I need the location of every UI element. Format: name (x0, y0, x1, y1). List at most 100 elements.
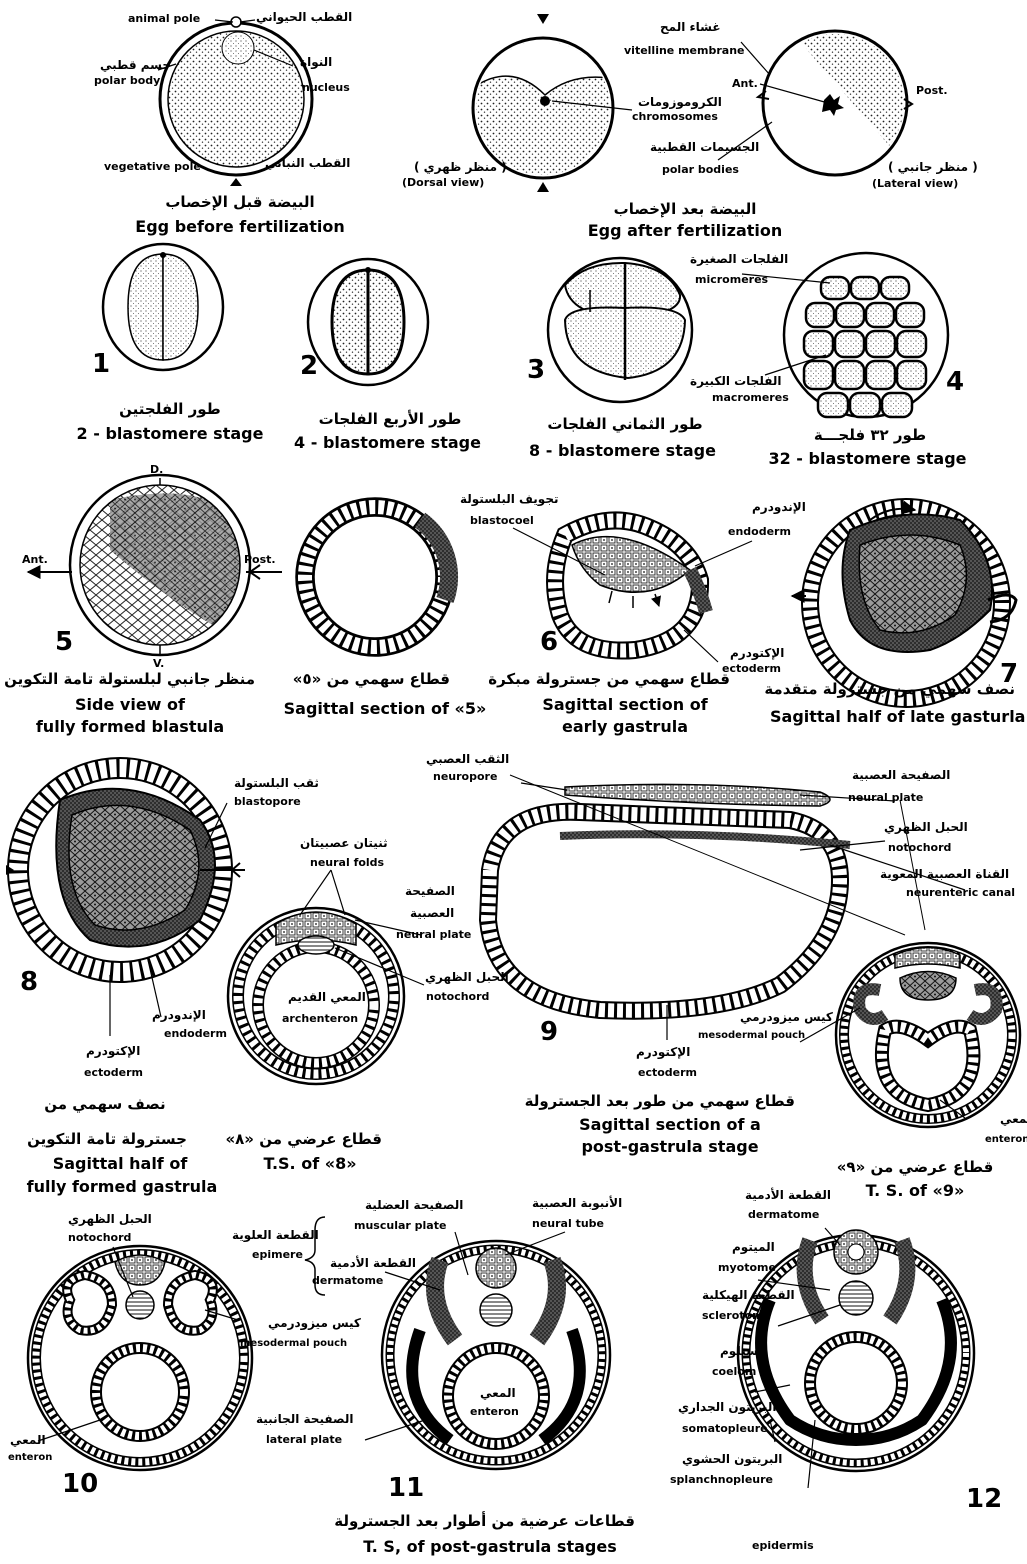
label-ant-egg: Ant. (732, 78, 758, 90)
section5-drawing (296, 498, 454, 656)
caption-stage1: 2 - blastomere stage (65, 425, 275, 443)
label-enteron-11-ar: المعي (480, 1386, 516, 1400)
caption-stage5-line1: Side view of (40, 696, 220, 714)
label-dermatome-12: dermatome (748, 1209, 819, 1221)
stage2-drawing (308, 259, 428, 385)
label-lateral-view-ar: ( منظر جانبي ) (888, 160, 978, 174)
caption-stage6-line1: Sagittal section of (530, 696, 720, 714)
label-lateral-plate-ar: الصفيحة الجانبية (256, 1412, 353, 1426)
label-polar-body: polar body (94, 75, 160, 87)
label-macromeres-ar: الفلجات الكبيرة (690, 374, 782, 388)
label-notochord-8-ar: الحبل الظهري (425, 970, 509, 984)
caption-stage2-ar: طور الأربع الفلجات (305, 410, 475, 428)
stage2-number: 2 (300, 352, 318, 380)
stage12-number: 12 (966, 1485, 1002, 1513)
blastomere-cell (835, 361, 864, 389)
caption-stage3-ar: طور الثماني الفلجات (540, 415, 710, 433)
label-mesodermal-10-ar: كيس ميزودرمي (268, 1316, 361, 1330)
label-splanchnopleure: splanchnopleure (670, 1474, 773, 1486)
label-post-egg: Post. (916, 85, 948, 97)
label-notochord-9: notochord (888, 842, 951, 854)
stage11-number: 11 (388, 1474, 424, 1502)
blastomere-cell (866, 303, 894, 327)
label-archenteron-ar: المعي القديم (288, 990, 366, 1004)
label-blastopore-ar: ثقب البلستولة (234, 776, 319, 790)
label-mesodermal-10: mesodermal pouch (240, 1338, 347, 1349)
caption-stage9-line1: Sagittal section of a (555, 1116, 785, 1134)
caption-stage6-ar: قطاع سهمي من جسترولة مبكرة (520, 670, 730, 688)
label-epidermis: epidermis (752, 1540, 814, 1552)
label-neural-folds: neural folds (310, 857, 384, 869)
caption-stage8-line2: fully formed gastrula (12, 1178, 232, 1196)
label-muscular-plate-ar: الصفيحة العضلية (365, 1198, 463, 1212)
stage4-number: 4 (946, 368, 964, 396)
label-post-5: Post. (244, 554, 276, 566)
label-ectoderm-6: ectoderm (722, 663, 781, 675)
caption-egg-after: Egg after fertilization (555, 222, 815, 240)
label-notochord-9-ar: الحبل الظهري (884, 820, 968, 834)
blastomere-cell (881, 277, 909, 299)
label-ectoderm-8: ectoderm (84, 1067, 143, 1079)
blastomere-cell (850, 393, 880, 417)
label-lateral-plate: lateral plate (266, 1434, 342, 1446)
stage7-drawing (792, 507, 1016, 699)
label-chromosomes: chromosomes (632, 111, 718, 123)
caption-stage9-line2: post-gastrula stage (570, 1138, 770, 1156)
label-epimere-ar: القطعة العلوية (232, 1228, 319, 1242)
label-v: V. (153, 658, 164, 670)
label-micromeres-ar: الفلجات الصغيرة (690, 252, 788, 266)
label-ectoderm-8-ar: الإكتودرم (86, 1044, 140, 1058)
caption-stage5-ar: منظر جانبي لبلستولة تامة التكوين (5, 670, 255, 688)
blastomere-cell (866, 361, 895, 389)
label-neural-tube-ar: الأنبوبة العصبية (532, 1196, 622, 1210)
caption-ts8: T.S. of «8» (240, 1155, 380, 1173)
label-somatopleure-ar: البريتون الجداري (678, 1400, 777, 1414)
label-micromeres: micromeres (695, 274, 768, 286)
blastomere-cell (804, 331, 833, 357)
label-endoderm-8: endoderm (164, 1028, 227, 1040)
label-nucleus-ar: النواة (300, 55, 332, 69)
label-epimere: epimere (252, 1249, 303, 1261)
label-notochord-10: notochord (68, 1232, 131, 1244)
caption-stage1-ar: طور الفلجتين (90, 400, 250, 418)
blastomere-cell (818, 393, 848, 417)
caption-stage8-ar-line1: نصف سهمي من (40, 1095, 170, 1113)
label-coelom-ar: السيلوم (720, 1344, 767, 1358)
caption-stage6-line2: early gastrula (555, 718, 695, 736)
stage8-drawing (6, 768, 245, 1036)
label-enteron-9: enteron (985, 1134, 1027, 1145)
caption-stage5-line2: fully formed blastula (20, 718, 240, 736)
blastomere-cell (897, 331, 926, 357)
label-neural-plate-9: neural plate (848, 792, 923, 804)
ts9-drawing (800, 943, 1020, 1127)
blastomere-cell (804, 361, 833, 389)
caption-ts9: T. S. of «9» (840, 1182, 990, 1200)
label-neural-tube: neural tube (532, 1218, 604, 1230)
label-dorsal-view-ar: ( منظر ظهري ) (414, 160, 507, 174)
blastomere-cell (851, 277, 879, 299)
label-sclerotome: sclerotome (702, 1310, 771, 1322)
caption-ts9-ar: قطاع عرضي من «٩» (830, 1158, 1000, 1176)
label-d: D. (150, 464, 163, 476)
label-vitelline-ar: غشاء المح (660, 20, 721, 34)
label-endoderm-6-ar: الإندودرم (752, 500, 806, 514)
label-dermatome-11-ar: القطعة الأدمية (330, 1256, 416, 1270)
label-macromeres: macromeres (712, 392, 789, 404)
caption-stage7: Sagittal half of late gasturla (770, 708, 1025, 726)
blastomere-cell (896, 303, 924, 327)
label-nucleus: nucleus (302, 82, 350, 94)
stage5-number: 5 (55, 628, 73, 656)
stage8-number: 8 (20, 968, 38, 996)
label-splanchnopleure-ar: البريتون الحشوي (682, 1452, 782, 1466)
label-vitelline: vitelline membrane (624, 45, 745, 57)
label-polar-bodies: polar bodies (662, 164, 739, 176)
label-polar-bodies-ar: الجسيمات القطبية (650, 140, 759, 154)
caption-bottom-ar: قطاعات عرضية من أطوار بعد الجسترولة (345, 1512, 635, 1530)
label-neuropore: neuropore (433, 771, 497, 783)
caption-egg-after-ar: البيضة بعد الإخصاب (595, 200, 775, 218)
stage10-drawing (28, 1246, 252, 1470)
label-ant-5: Ant. (22, 554, 48, 566)
caption-egg-before: Egg before fertilization (110, 218, 370, 236)
label-polar-body-ar: جسم قطبي (100, 58, 171, 72)
